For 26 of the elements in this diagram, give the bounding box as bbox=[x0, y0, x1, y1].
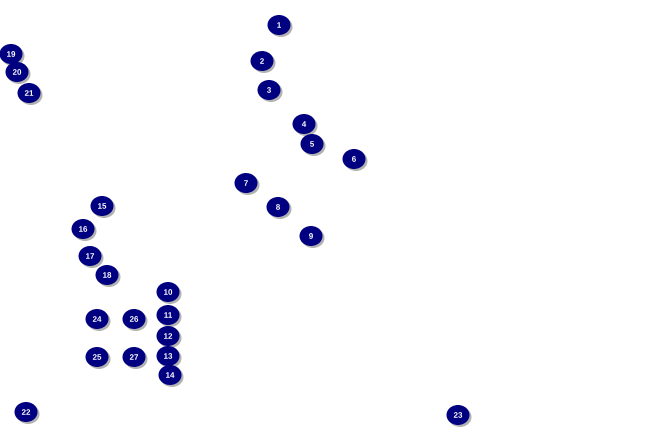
callout-number: 5 bbox=[300, 134, 326, 156]
callout-number: 2 bbox=[250, 51, 276, 73]
callout-number: 25 bbox=[86, 347, 110, 369]
callout-number: 20 bbox=[6, 62, 30, 84]
callout-number: 4 bbox=[292, 114, 318, 136]
callout-number: 18 bbox=[96, 265, 120, 287]
callout-number: 24 bbox=[86, 309, 110, 331]
callout-number: 22 bbox=[14, 402, 40, 424]
callout-number: 26 bbox=[122, 309, 148, 331]
callout-number: 14 bbox=[158, 365, 184, 387]
callout-number: 8 bbox=[266, 197, 292, 219]
callout-number: 17 bbox=[78, 246, 104, 268]
callout-number: 1 bbox=[268, 15, 292, 37]
callout-number: 11 bbox=[156, 305, 182, 327]
callout-number: 3 bbox=[258, 80, 282, 102]
callout-number: 23 bbox=[446, 405, 472, 427]
callout-number: 12 bbox=[156, 326, 182, 348]
callout-number: 16 bbox=[72, 219, 96, 241]
callout-number: 21 bbox=[18, 83, 42, 105]
callout-number: 15 bbox=[90, 196, 116, 218]
callout-number: 27 bbox=[122, 347, 148, 369]
callout-number: 9 bbox=[300, 226, 324, 248]
callout-number: 13 bbox=[156, 346, 182, 368]
callout-number: 7 bbox=[234, 173, 260, 195]
callout-number: 10 bbox=[156, 282, 182, 304]
callout-number: 6 bbox=[342, 149, 368, 171]
